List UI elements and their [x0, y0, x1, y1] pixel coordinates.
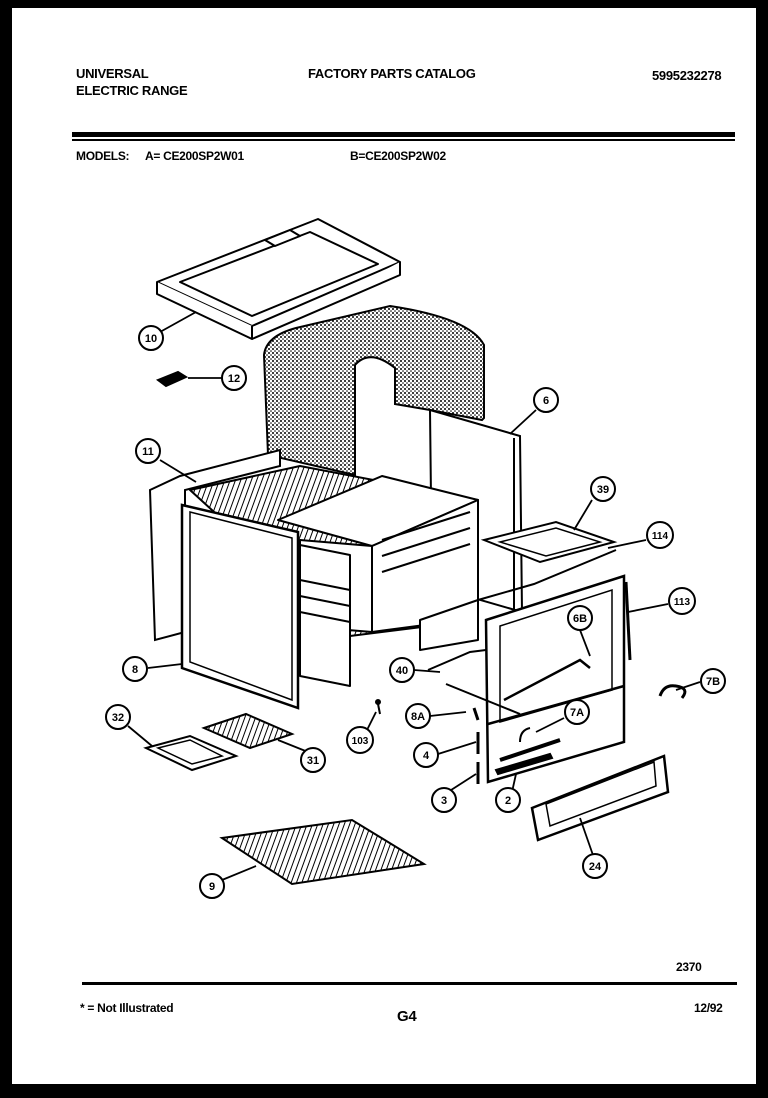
callout-40: 40: [389, 657, 415, 683]
svg-text:31: 31: [307, 755, 319, 767]
exploded-parts-diagram: 10 12 11 6 39 114 113 6B 7B 8 40 8A 7A 1…: [105, 218, 726, 899]
header-rule: [72, 132, 735, 137]
callout-6: 6: [533, 387, 559, 413]
part-7b-hinge: [658, 684, 687, 699]
callout-24: 24: [582, 853, 608, 879]
part-31-pan-insert: [201, 712, 295, 750]
svg-text:2: 2: [505, 795, 511, 807]
catalog-number: 5995232278: [652, 68, 722, 83]
callout-12: 12: [221, 365, 247, 391]
page-code: G4: [397, 1008, 417, 1025]
part-8-side-panel: [180, 503, 300, 710]
callout-103: 103: [346, 726, 374, 754]
callout-32: 32: [105, 704, 131, 730]
callout-31: 31: [300, 747, 326, 773]
svg-text:103: 103: [352, 736, 369, 747]
svg-text:10: 10: [145, 333, 157, 345]
models-label: MODELS:: [76, 149, 130, 163]
svg-text:4: 4: [423, 750, 430, 762]
callout-8: 8: [122, 656, 148, 682]
svg-text:113: 113: [674, 597, 691, 608]
svg-text:9: 9: [209, 881, 215, 893]
part-32-pan: [143, 734, 239, 772]
svg-text:6B: 6B: [573, 613, 587, 625]
callout-4: 4: [413, 742, 439, 768]
part-114-door-gasket: [477, 549, 617, 601]
svg-text:39: 39: [597, 484, 609, 496]
callout-11: 11: [135, 438, 161, 464]
part-39-broil-pan: [480, 520, 618, 564]
svg-text:12: 12: [228, 373, 240, 385]
svg-text:32: 32: [112, 712, 124, 724]
svg-text:8: 8: [132, 664, 138, 676]
revision-date: 12/92: [694, 1001, 723, 1015]
callout-7a: 7A: [564, 699, 590, 725]
header-rule-thin: [72, 139, 735, 141]
part-2-hinge-bar: [494, 752, 554, 776]
part-103-screw: [375, 699, 381, 715]
svg-text:3: 3: [441, 795, 447, 807]
brand-line2: ELECTRIC RANGE: [76, 83, 188, 98]
leader-lines: [127, 311, 701, 881]
oven-door: [484, 574, 626, 784]
catalog-sheet: UNIVERSAL ELECTRIC RANGE FACTORY PARTS C…: [12, 8, 756, 1084]
svg-text:7B: 7B: [706, 676, 720, 688]
part-8a-clip: [472, 707, 480, 721]
callout-114: 114: [646, 521, 674, 549]
part-10-top-panel: [156, 218, 401, 340]
brand-line1: UNIVERSAL: [76, 66, 149, 81]
svg-text:40: 40: [396, 665, 408, 677]
catalog-title: FACTORY PARTS CATALOG: [308, 66, 476, 81]
callout-8a: 8A: [405, 703, 431, 729]
svg-text:24: 24: [589, 861, 602, 873]
svg-text:11: 11: [142, 446, 154, 458]
model-b: B=CE200SP2W02: [350, 149, 446, 163]
callout-10: 10: [138, 325, 164, 351]
callout-6b: 6B: [567, 605, 593, 631]
callout-3: 3: [431, 787, 457, 813]
callout-39: 39: [590, 476, 616, 502]
svg-text:8A: 8A: [411, 711, 425, 723]
part-24-kick-panel: [530, 754, 670, 842]
footer-rule: [82, 982, 737, 985]
svg-text:7A: 7A: [570, 707, 584, 719]
part-9-oven-rack: [219, 818, 427, 886]
oven-cabinet: [189, 465, 479, 687]
svg-text:114: 114: [652, 531, 669, 542]
svg-text:6: 6: [543, 395, 549, 407]
not-illustrated-note: * = Not Illustrated: [80, 1001, 174, 1015]
callout-2: 2: [495, 787, 521, 813]
callout-9: 9: [199, 873, 225, 899]
callout-7b: 7B: [700, 668, 726, 694]
part-7a-handle-end: [519, 727, 531, 743]
model-a: A= CE200SP2W01: [145, 149, 244, 163]
part-113-door-trim: [624, 581, 632, 661]
part-12-bracket: [155, 370, 189, 388]
callout-113: 113: [668, 587, 696, 615]
drawing-number: 2370: [676, 960, 702, 974]
part-40-wire: [427, 649, 521, 715]
